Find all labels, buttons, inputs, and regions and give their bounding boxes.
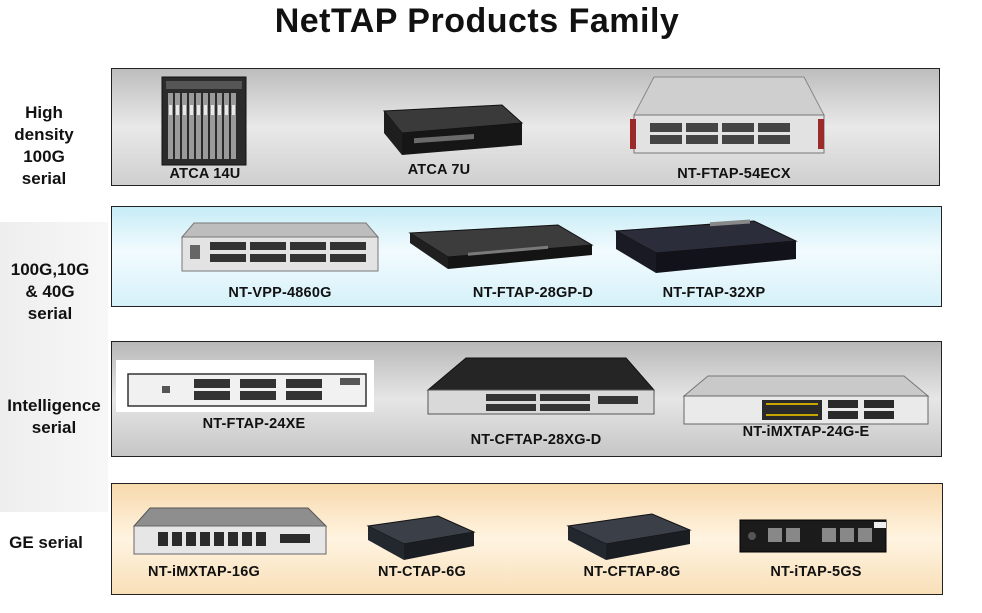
product-label: NT-CTAP-6G <box>378 564 466 580</box>
atca-7u-image <box>374 103 524 159</box>
nt-ftap-28gp-d-image <box>408 223 594 273</box>
nt-ftap-24xe-image <box>116 360 374 412</box>
product-label: NT-VPP-4860G <box>228 285 332 301</box>
panel-high-density: ATCA 14U ATCA 7U NT-FTAP-54ECX <box>111 68 940 186</box>
row-label-line: 100G,10G <box>10 260 90 279</box>
product-label: NT-CFTAP-28XG-D <box>470 432 602 448</box>
product-label: NT-FTAP-24XE <box>202 416 306 432</box>
product-label: NT-CFTAP-8G <box>583 564 681 580</box>
nt-vpp-4860g-image <box>180 221 380 273</box>
nt-cftap-28xg-d-image <box>426 356 656 418</box>
row-label-line: 100G <box>23 147 65 166</box>
nt-ctap-6g-image <box>366 514 476 564</box>
row-label-line: serial <box>21 169 67 188</box>
product-label: NT-iMXTAP-24G-E <box>742 424 870 440</box>
product-label: ATCA 7U <box>407 162 471 178</box>
row-label-ge: GE serial <box>0 532 92 554</box>
left-strip <box>0 222 108 512</box>
product-label: NT-iTAP-5GS <box>770 564 862 580</box>
nt-ftap-54ecx-image <box>628 75 826 155</box>
row-label-line: High <box>25 103 63 122</box>
product-label: NT-FTAP-28GP-D <box>472 285 594 301</box>
nt-imxtap-24g-e-image <box>682 374 930 426</box>
nt-ftap-32xp-image <box>614 219 798 275</box>
product-label: ATCA 14U <box>169 166 241 182</box>
nt-imxtap-16g-image <box>132 506 328 558</box>
row-label-line: GE serial <box>9 533 83 552</box>
row-label-line: density <box>14 125 74 144</box>
nt-cftap-8g-image <box>566 512 692 562</box>
panel-100g-10g-40g: NT-VPP-4860G NT-FTAP-28GP-D NT-FTAP-32XP <box>111 206 942 307</box>
row-label-line: serial <box>27 304 73 323</box>
row-label-intelligence: Intelligence serial <box>0 395 108 439</box>
nt-itap-5gs-image <box>738 516 888 556</box>
product-label: NT-FTAP-54ECX <box>677 166 791 182</box>
product-label: NT-iMXTAP-16G <box>148 564 260 580</box>
row-label-line: Intelligence <box>7 396 101 415</box>
page-title: NetTAP Products Family <box>274 2 680 40</box>
row-label-100g-10g-40g: 100G,10G & 40G serial <box>0 259 100 325</box>
panel-ge: NT-iMXTAP-16G NT-CTAP-6G NT-CFTAP-8G NT-… <box>111 483 943 595</box>
row-label-line: & 40G <box>25 282 75 301</box>
row-label-line: serial <box>31 418 77 437</box>
product-label: NT-FTAP-32XP <box>662 285 766 301</box>
atca-14u-image <box>160 75 248 167</box>
row-label-high-density: High density 100G serial <box>4 102 84 190</box>
panel-intelligence: NT-FTAP-24XE NT-CFTAP-28XG-D NT-iMXTAP-2… <box>111 341 942 457</box>
